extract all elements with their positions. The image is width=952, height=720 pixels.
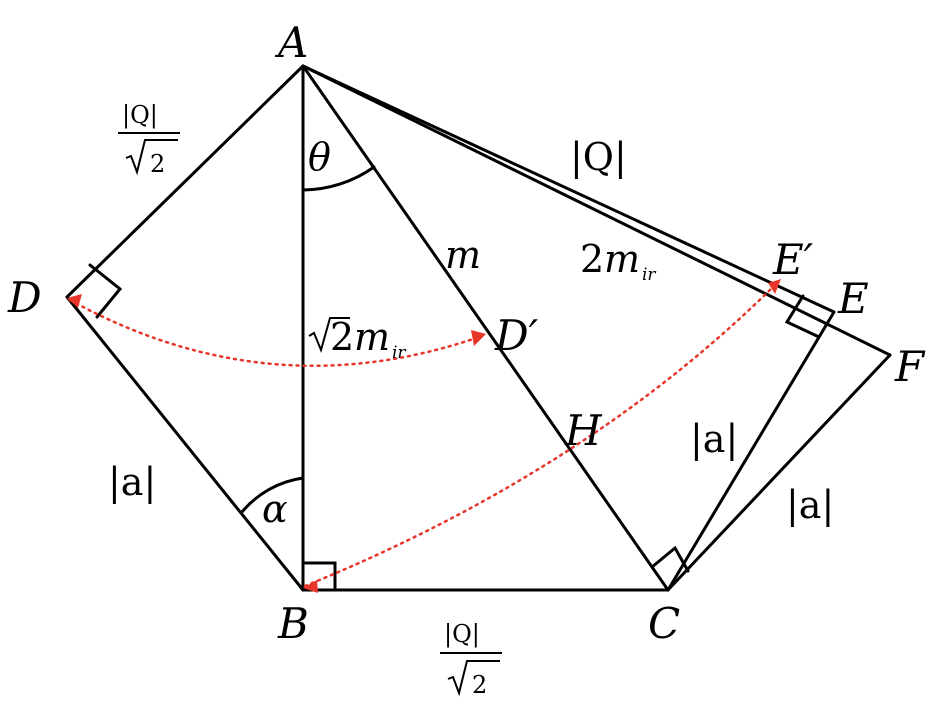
coef-2: 2 (330, 315, 354, 359)
segment-FC (666, 353, 892, 592)
label-a-CE: |a| (690, 417, 738, 461)
segment-AD (65, 64, 305, 299)
arrowhead-Dprime (471, 330, 486, 346)
fraction-AD: |Q| 2 (118, 101, 180, 178)
segment-AE (301, 64, 836, 314)
figure-lines (65, 64, 892, 592)
angle-arc-theta (301, 165, 376, 192)
arrowheads (67, 279, 781, 593)
label-alpha: α (262, 487, 288, 531)
fraction-BC: |Q| 2 (440, 620, 502, 699)
sqrt-icon (447, 660, 500, 697)
label-m: m (445, 233, 481, 277)
fraction-BC-denominator: 2 (472, 671, 487, 699)
rotation-arrows (68, 280, 780, 588)
angle-arc-alpha (240, 476, 305, 514)
fraction-AD-denominator: 2 (150, 150, 165, 178)
sqrt-icon (125, 139, 178, 176)
label-2mir: 2 m ir (580, 237, 656, 285)
label-F: F (894, 342, 926, 391)
label-sqrt2-mir: 2 m ir (308, 315, 406, 363)
segment-DB (65, 295, 305, 592)
right-angle-mark-E (784, 294, 821, 339)
segment-AF (301, 64, 892, 357)
label-B: B (277, 599, 309, 648)
coef-2: 2 (580, 237, 604, 281)
label-A: A (274, 18, 308, 67)
arrowhead-Eprime (768, 279, 781, 294)
arrowhead-D (67, 294, 82, 308)
arrowhead-B (303, 580, 318, 593)
label-a-BD: |a| (108, 460, 156, 504)
fraction-BC-numerator: |Q| (444, 620, 480, 649)
var-m: m (604, 237, 640, 281)
right-angle-mark-B (301, 561, 337, 592)
sub-ir: ir (392, 343, 406, 363)
arc-D-to-Dprime (68, 298, 484, 367)
sqrt-icon (308, 317, 350, 354)
fraction-AD-numerator: |Q| (122, 101, 158, 130)
label-Eprime: E′ (772, 235, 814, 284)
sub-ir: ir (642, 265, 656, 285)
var-m: m (354, 315, 390, 359)
right-angle-mark-C (650, 545, 690, 573)
label-H: H (564, 406, 603, 455)
right-angle-mark-D (88, 263, 123, 319)
label-C: C (648, 599, 680, 648)
label-E: E (837, 274, 869, 323)
label-theta: θ (308, 135, 331, 179)
arc-B-to-Eprime (303, 280, 780, 588)
label-Q: |Q| (570, 135, 627, 179)
segment-AC (301, 64, 670, 592)
label-Dprime: D′ (494, 311, 539, 360)
label-D: D (7, 273, 42, 322)
segment-EC (666, 310, 836, 592)
label-a-CF: |a| (786, 483, 834, 527)
